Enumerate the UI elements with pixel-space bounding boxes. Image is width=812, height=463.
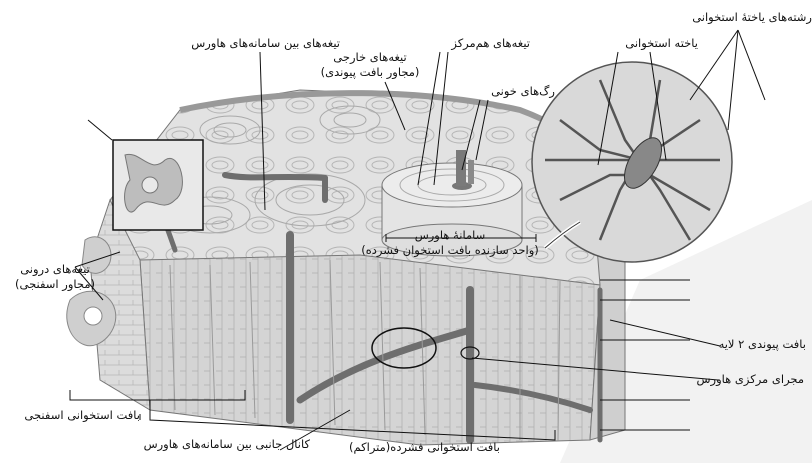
label-haversian-system: سامانهٔ هاورس [340, 228, 560, 243]
bone-front-face [140, 255, 600, 445]
label-haversian-system-note: (واحد سازنده بافت استخوان فشرده) [340, 243, 560, 258]
label-haversian-canal: مجرای مرکزی هاورس [697, 372, 804, 387]
label-spongy-bone: بافت استخوانی اسفنجی [24, 408, 140, 423]
label-outer-lamellae: تیغه‌های خارجی [300, 50, 440, 65]
label-compact-bone: بافت استخوانی فشرده(متراکم) [349, 440, 500, 455]
label-concentric-lamellae: تیغه‌های هم‌مرکز [451, 36, 530, 51]
label-connective-tissue: بافت پیوندی ۲ لایه [719, 337, 806, 352]
spongy-bone-inset [113, 140, 203, 230]
label-inner-lamellae: تیغه‌های درونی [0, 262, 110, 277]
label-lateral-canal: کانال جانبی بین سامانه‌های هاورس [144, 437, 310, 452]
label-cell-processes: رشته‌های یاختهٔ استخوانی [692, 10, 812, 25]
label-bone-cell: یاخته استخوانی [625, 36, 698, 51]
label-interstitial-lamellae: تیغه‌های بین سامانه‌های هاورس [191, 36, 340, 51]
label-blood-vessels: رگ‌های خونی [491, 84, 555, 99]
label-outer-lamellae-note: (مجاور بافت پیوندی) [300, 65, 440, 80]
label-inner-lamellae-note: (مجاور اسفنجی) [0, 277, 110, 292]
